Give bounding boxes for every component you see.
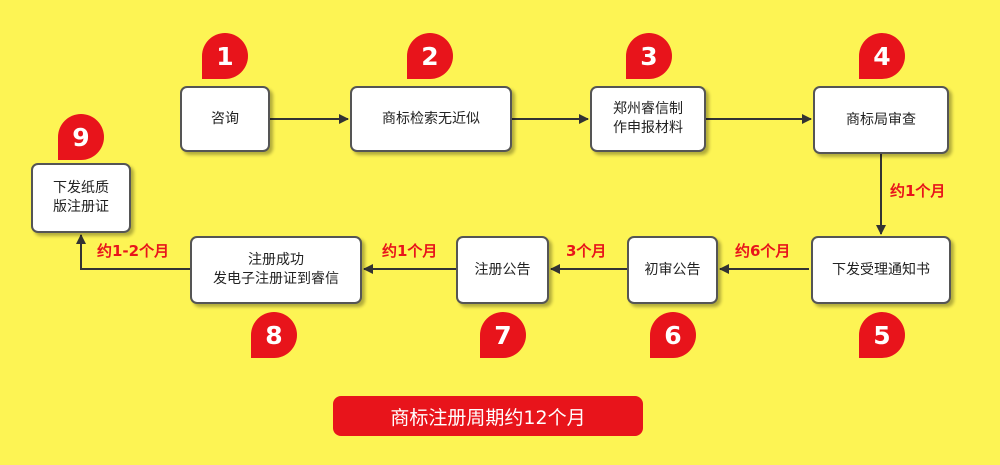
step-3-box: 郑州睿信制 作申报材料 (590, 86, 706, 152)
step-4-badge: 4 (859, 33, 905, 79)
step-1-badge: 1 (202, 33, 248, 79)
duration-8-to-9: 约1-2个月 (97, 242, 170, 260)
step-8-box: 注册成功 发电子注册证到睿信 (190, 236, 362, 304)
step-2-box: 商标检索无近似 (350, 86, 512, 152)
summary-banner: 商标注册周期约12个月 (333, 396, 643, 436)
step-9-box: 下发纸质 版注册证 (31, 163, 131, 233)
duration-7-to-8: 约1个月 (382, 242, 438, 260)
step-8-badge: 8 (251, 312, 297, 358)
step-4-box: 商标局审查 (813, 86, 949, 154)
step-5-badge: 5 (859, 312, 905, 358)
duration-5-to-6: 约6个月 (735, 242, 791, 260)
step-6-badge: 6 (650, 312, 696, 358)
step-1-box: 咨询 (180, 86, 270, 152)
duration-6-to-7: 3个月 (566, 242, 607, 260)
step-2-badge: 2 (407, 33, 453, 79)
arrow-8-to-9 (76, 234, 190, 270)
step-3-badge: 3 (626, 33, 672, 79)
step-6-box: 初审公告 (627, 236, 718, 304)
step-5-box: 下发受理通知书 (811, 236, 951, 304)
step-7-badge: 7 (480, 312, 526, 358)
duration-4-to-5: 约1个月 (890, 182, 946, 200)
step-7-box: 注册公告 (456, 236, 549, 304)
step-9-badge: 9 (58, 114, 104, 160)
